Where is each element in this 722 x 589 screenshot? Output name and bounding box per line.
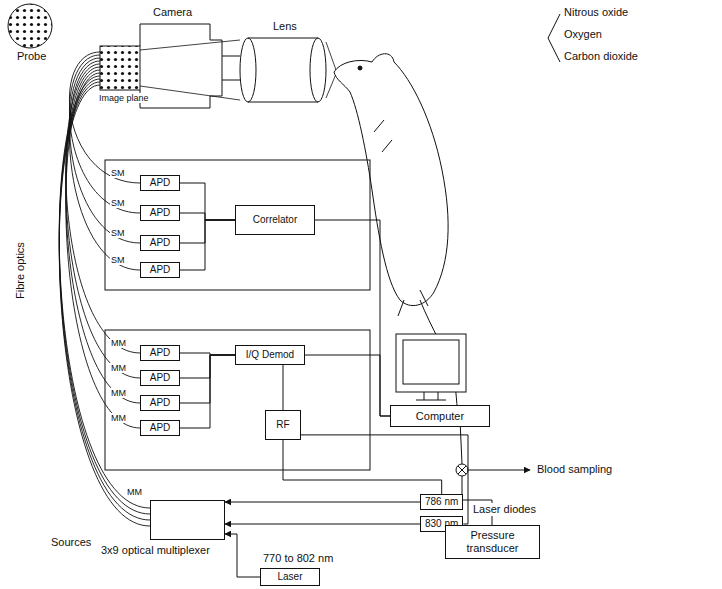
sampling-line: [468, 470, 530, 471]
lens-barrel: [248, 38, 318, 102]
box-text: I/Q Demod: [246, 349, 294, 361]
apd-box: APD: [140, 370, 180, 386]
apd-box: APD: [140, 235, 180, 251]
part-label: SM: [110, 228, 126, 238]
part-label: Image plane: [98, 93, 150, 103]
detector-frame: [105, 160, 370, 290]
box-text: APD: [150, 237, 171, 249]
box-text: APD: [150, 177, 171, 189]
part-label: SM: [110, 168, 126, 178]
box-text: Laser: [277, 571, 302, 583]
part-label: MM: [110, 363, 127, 373]
part-label: Probe: [16, 50, 47, 63]
part-label: Sources: [50, 536, 92, 549]
rat-eye: [358, 66, 362, 70]
apd-box: APD: [140, 175, 180, 191]
monitor-stand: [416, 392, 446, 400]
apd-box: APD: [140, 395, 180, 411]
connector-line: [225, 502, 420, 503]
connector-line: [180, 355, 235, 403]
fibre: [66, 64, 140, 428]
box-text: APD: [150, 207, 171, 219]
connector-line: [180, 220, 235, 243]
connector-line: [315, 220, 390, 416]
computer-monitor: [396, 334, 466, 392]
light-ray: [140, 40, 336, 100]
connector-line: [283, 365, 284, 410]
part-label: Blood sampling: [536, 463, 613, 476]
connector-line: [180, 355, 235, 378]
connector-line: [305, 355, 390, 416]
box-text: 3x9 optical multiplexer: [101, 544, 210, 557]
connector-line: [283, 440, 442, 494]
part-label: Laser diodes: [472, 503, 537, 516]
connector-line: [180, 213, 235, 220]
rf-box: RF: [265, 410, 301, 440]
laser-diode-box: 786 nm: [420, 494, 463, 510]
part-label: MM: [126, 487, 143, 497]
part-label: MM: [110, 338, 127, 348]
connector-line: [180, 183, 235, 220]
part-label: MM: [110, 413, 127, 423]
apd-box: APD: [140, 420, 180, 436]
detector-frame: [105, 330, 370, 470]
connector-line: [301, 435, 468, 524]
part-label: Lens: [272, 20, 298, 33]
demodulator-box: I/Q Demod: [235, 345, 305, 365]
box-text: Pressure transducer: [450, 529, 535, 554]
part-label: SM: [110, 198, 126, 208]
fibre: [59, 76, 150, 526]
box-text: APD: [150, 422, 171, 434]
part-label: MM: [110, 388, 127, 398]
camera-mount: [222, 56, 240, 80]
rat-body: [334, 54, 448, 306]
rat-paw: [374, 120, 428, 316]
box-text: APD: [150, 397, 171, 409]
gas-name: Carbon dioxide: [563, 50, 639, 63]
connector-line: [225, 534, 260, 577]
box-text: APD: [150, 264, 171, 276]
pressure-line: [462, 476, 492, 525]
box-text: 786 nm: [425, 496, 458, 508]
box-text: APD: [150, 347, 171, 359]
connector-line: [180, 355, 235, 428]
laser-box: Laser: [260, 568, 320, 586]
probe-face: [8, 4, 52, 48]
connector-line: [180, 220, 235, 270]
apd-box: APD: [140, 262, 180, 278]
part-label: Fibre optics: [14, 241, 27, 300]
multiplexer-box: 3x9 optical multiplexer: [150, 500, 225, 540]
box-text: APD: [150, 372, 171, 384]
gas-name: Nitrous oxide: [563, 6, 629, 19]
probe-head: [100, 46, 140, 90]
gas-bracket: [548, 14, 560, 62]
pressure-transducer-box: Pressure transducer: [445, 525, 540, 559]
monitor-screen: [403, 340, 459, 384]
box-text: Computer: [416, 410, 464, 423]
part-label: 770 to 802 nm: [262, 552, 334, 565]
computer-box: Computer: [390, 405, 490, 427]
part-label: Camera: [152, 6, 193, 19]
connector-line: [225, 524, 420, 525]
stopcock-valve: [456, 464, 468, 476]
box-text: RF: [276, 419, 289, 431]
apd-box: APD: [140, 205, 180, 221]
box-text: Correlator: [253, 214, 297, 226]
lens-end: [310, 38, 326, 102]
correlator-box: Correlator: [235, 205, 315, 235]
gas-name: Oxygen: [563, 28, 603, 41]
lens-end: [240, 38, 256, 102]
stopcock-valve: [458, 466, 466, 474]
part-label: SM: [110, 255, 126, 265]
apd-box: APD: [140, 345, 180, 361]
